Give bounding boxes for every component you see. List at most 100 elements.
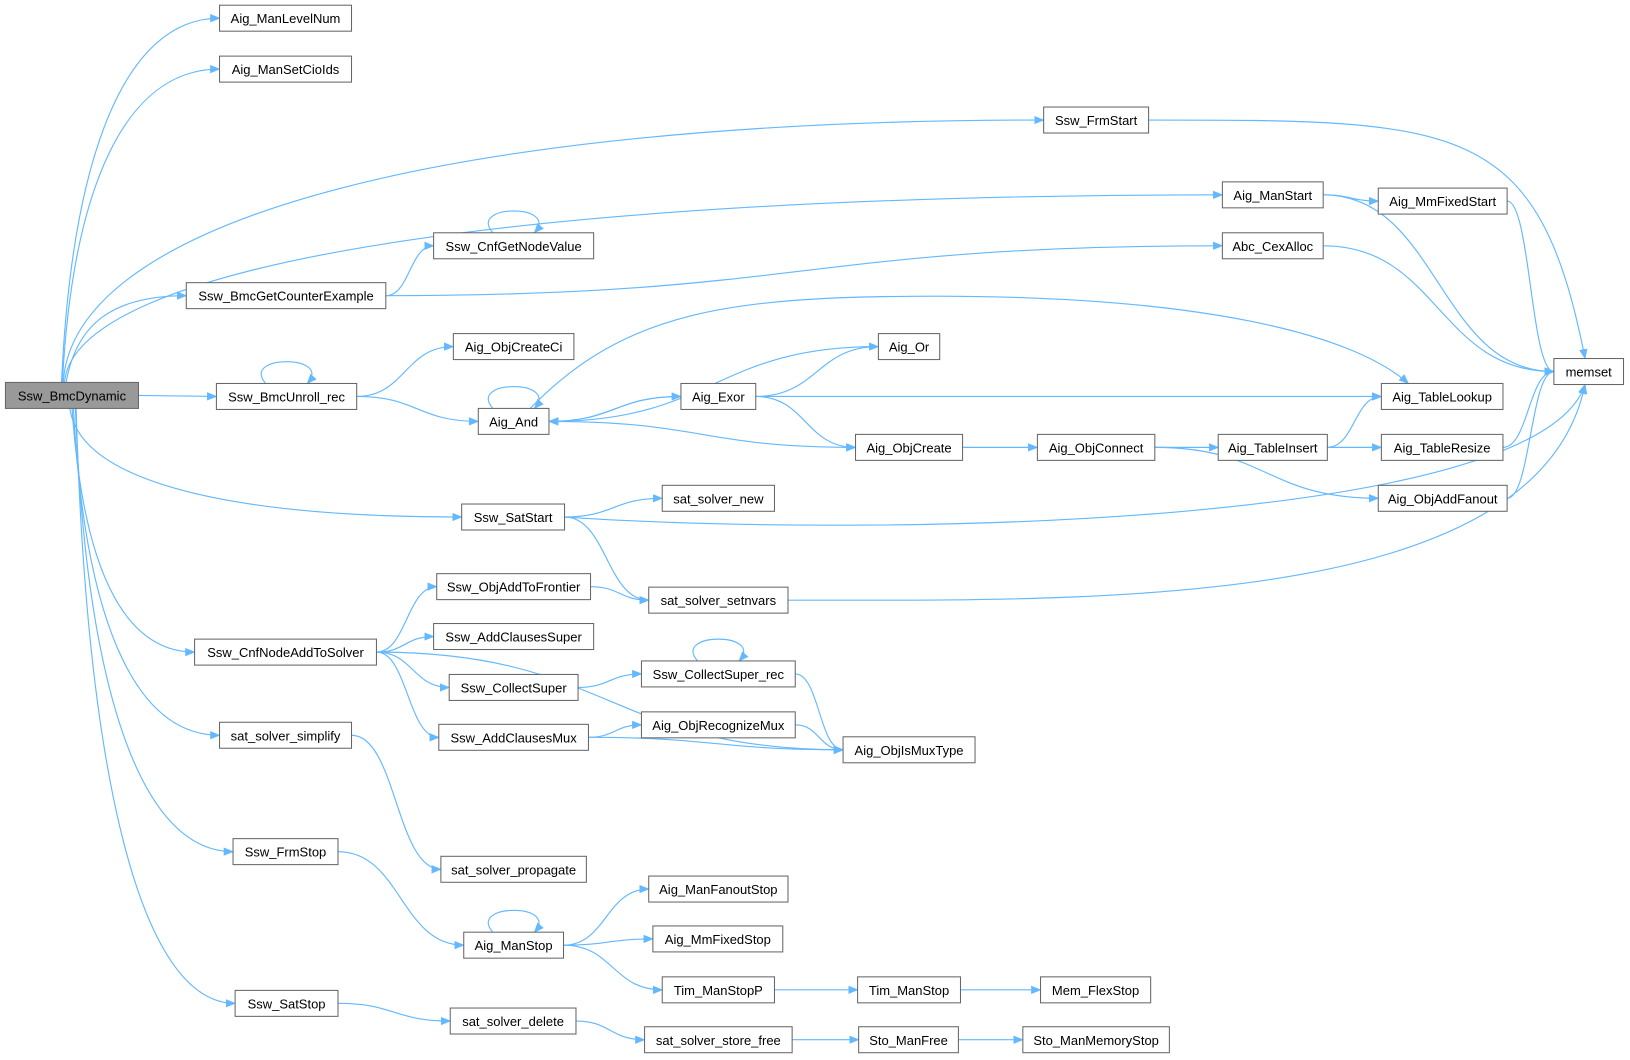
node-box xyxy=(219,4,353,32)
node-fanoutstop[interactable]: Aig_ManFanoutStop xyxy=(648,875,789,903)
edge-satstart-to-setnvars xyxy=(564,516,650,605)
node-box xyxy=(219,721,353,749)
node-cnfgetnodevalue[interactable]: Ssw_CnfGetNodeValue xyxy=(433,232,595,260)
node-frmstop[interactable]: Ssw_FrmStop xyxy=(232,838,339,866)
node-frontier[interactable]: Ssw_ObjAddToFrontier xyxy=(436,573,592,601)
edge-mmfixedstart-to-memset xyxy=(1506,200,1555,376)
node-label: Aig_ObjRecognizeMux xyxy=(652,718,785,733)
node-collect[interactable]: Ssw_CollectSuper xyxy=(448,673,579,701)
node-setcioids[interactable]: Aig_ManSetCioIds xyxy=(219,55,353,83)
node-box xyxy=(1217,433,1328,461)
node-label: Tim_ManStop xyxy=(869,983,949,998)
edge-root-to-satstop xyxy=(75,408,237,1008)
node-label: Aig_MmFixedStop xyxy=(665,932,771,947)
edge-root-to-levelnum xyxy=(60,14,221,383)
node-clsuper[interactable]: Ssw_AddClausesSuper xyxy=(433,623,595,651)
edge-manstop-to-mmfixedstop xyxy=(563,934,654,946)
node-label: Ssw_SatStop xyxy=(248,996,326,1011)
node-box xyxy=(877,333,941,361)
node-box xyxy=(436,573,592,601)
node-label: Ssw_SatStart xyxy=(474,510,553,525)
node-unroll[interactable]: Ssw_BmcUnroll_rec xyxy=(215,382,358,410)
node-box xyxy=(644,1026,793,1054)
node-cexalloc[interactable]: Abc_CexAlloc xyxy=(1221,232,1324,260)
node-box xyxy=(680,382,757,410)
node-collectrec[interactable]: Ssw_CollectSuper_rec xyxy=(640,660,796,688)
node-stomemstop[interactable]: Sto_ManMemoryStop xyxy=(1022,1026,1170,1054)
node-label: Aig_ObjConnect xyxy=(1049,440,1144,455)
edge-tableinsert-to-tablelookup xyxy=(1327,392,1383,448)
node-satnew[interactable]: sat_solver_new xyxy=(661,484,775,512)
node-box xyxy=(452,333,575,361)
edge-root-to-frmstop xyxy=(74,408,235,856)
node-box xyxy=(1380,382,1504,410)
node-or[interactable]: Aig_Or xyxy=(877,333,941,361)
node-box xyxy=(855,433,964,461)
edge-and-to-tablelookup xyxy=(529,295,1410,409)
node-setnvars[interactable]: sat_solver_setnvars xyxy=(648,586,789,614)
node-memset[interactable]: memset xyxy=(1553,358,1625,386)
node-manstart[interactable]: Aig_ManStart xyxy=(1221,181,1324,209)
node-box xyxy=(661,484,775,512)
edge-unroll-to-unroll xyxy=(260,361,317,385)
node-manstop[interactable]: Aig_ManStop xyxy=(463,931,565,959)
edge-manstop-to-fanoutstop xyxy=(563,884,650,946)
node-satstart[interactable]: Ssw_SatStart xyxy=(461,503,566,531)
node-ismux[interactable]: Aig_ObjIsMuxType xyxy=(842,736,976,764)
node-stomanfree[interactable]: Sto_ManFree xyxy=(858,1026,959,1054)
node-storefree[interactable]: sat_solver_store_free xyxy=(644,1026,793,1054)
edge-frontier-to-setnvars xyxy=(590,586,650,605)
node-satdelete[interactable]: sat_solver_delete xyxy=(449,1007,577,1035)
node-cnfnode[interactable]: Ssw_CnfNodeAddToSolver xyxy=(194,638,377,666)
node-label: Ssw_CollectSuper_rec xyxy=(653,667,785,682)
node-propagate[interactable]: sat_solver_propagate xyxy=(440,855,587,883)
node-clmux[interactable]: Ssw_AddClausesMux xyxy=(438,723,589,751)
node-memflex[interactable]: Mem_FlexStop xyxy=(1039,976,1152,1004)
node-mmfixedstop[interactable]: Aig_MmFixedStop xyxy=(652,925,784,953)
edge-simplify-to-propagate xyxy=(351,734,442,874)
node-timstop[interactable]: Tim_ManStop xyxy=(857,976,962,1004)
node-box xyxy=(1036,433,1156,461)
node-levelnum[interactable]: Aig_ManLevelNum xyxy=(219,4,353,32)
edge-satstop-to-satdelete xyxy=(337,1002,452,1026)
node-timstopp[interactable]: Tim_ManStopP xyxy=(661,976,775,1004)
edge-satstart-to-satnew xyxy=(564,494,664,518)
edge-cnfnode-to-clmux xyxy=(376,651,440,742)
node-frmstart[interactable]: Ssw_FrmStart xyxy=(1043,106,1150,134)
node-label: Aig_TableResize xyxy=(1394,440,1491,455)
edge-cnfnode-to-ismux xyxy=(376,651,845,754)
node-and[interactable]: Aig_And xyxy=(477,407,550,435)
node-tablelookup[interactable]: Aig_TableLookup xyxy=(1380,382,1504,410)
node-simplify[interactable]: sat_solver_simplify xyxy=(219,721,353,749)
node-box xyxy=(1377,187,1508,215)
node-label: Ssw_CnfGetNodeValue xyxy=(446,239,582,254)
node-box xyxy=(1380,433,1504,461)
node-addfanout[interactable]: Aig_ObjAddFanout xyxy=(1377,484,1508,512)
node-objcreate[interactable]: Aig_ObjCreate xyxy=(855,433,964,461)
node-box xyxy=(433,623,595,651)
edge-satstart-to-memset xyxy=(564,383,1587,526)
node-label: Sto_ManMemoryStop xyxy=(1033,1033,1159,1048)
edge-recmux-to-ismux xyxy=(795,724,845,754)
edge-unroll-to-and xyxy=(356,395,480,426)
node-objcreateci[interactable]: Aig_ObjCreateCi xyxy=(452,333,575,361)
node-getcex[interactable]: Ssw_BmcGetCounterExample xyxy=(185,282,387,310)
node-label: Abc_CexAlloc xyxy=(1232,239,1313,254)
edge-objconnect-to-addfanout xyxy=(1154,446,1380,503)
node-tableresize[interactable]: Aig_TableResize xyxy=(1380,433,1504,461)
node-root[interactable]: Ssw_BmcDynamic xyxy=(4,381,139,409)
node-mmfixedstart[interactable]: Aig_MmFixedStart xyxy=(1377,187,1508,215)
node-exor[interactable]: Aig_Exor xyxy=(680,382,757,410)
node-tableinsert[interactable]: Aig_TableInsert xyxy=(1217,433,1328,461)
node-objconnect[interactable]: Aig_ObjConnect xyxy=(1036,433,1156,461)
edge-root-to-frmstart xyxy=(62,115,1045,383)
node-satstop[interactable]: Ssw_SatStop xyxy=(234,989,339,1017)
node-label: Ssw_FrmStart xyxy=(1055,113,1138,128)
node-recmux[interactable]: Aig_ObjRecognizeMux xyxy=(640,711,796,739)
edge-root-to-satstart xyxy=(69,408,463,522)
edge-cnfnode-to-frontier xyxy=(376,582,438,653)
edge-unroll-to-objcreateci xyxy=(356,342,455,398)
node-box xyxy=(661,976,775,1004)
edge-exor-to-or xyxy=(755,342,880,398)
